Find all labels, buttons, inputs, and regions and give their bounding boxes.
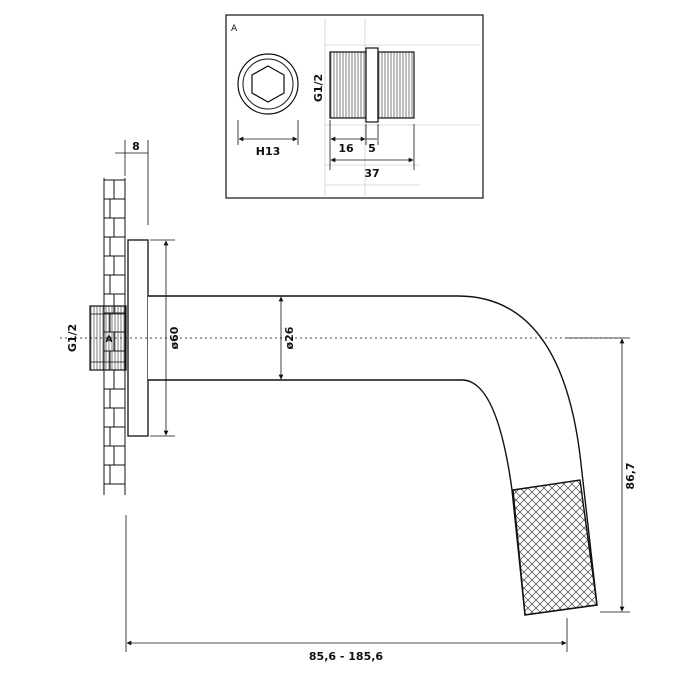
dim-pipe: ø26 (283, 326, 296, 349)
detail-label: A (231, 24, 238, 34)
dim-height: 86,7 (624, 462, 637, 489)
spout-pipe (148, 295, 598, 616)
detail-wall (324, 18, 480, 196)
hex-dimension: H13 (256, 145, 281, 158)
dim-37: 37 (364, 167, 379, 180)
knurled-tip (512, 479, 598, 616)
detail-thread-label: G1/2 (312, 74, 325, 102)
dim-5: 5 (368, 142, 376, 155)
dim-flange: ø60 (168, 326, 181, 349)
main-thread-label: G1/2 (66, 324, 79, 352)
main-view: 8 A G1/2 ø60 ø26 86,7 (60, 140, 637, 663)
hex-end-view (237, 53, 299, 115)
dim-length: 85,6 - 185,6 (309, 650, 384, 663)
dim-16: 16 (338, 142, 354, 155)
detail-view-a: A H13 G1/2 (225, 14, 484, 199)
connector-marker: A (106, 335, 113, 345)
fitting-side-view (329, 47, 415, 123)
dim-wall: 8 (132, 140, 140, 153)
